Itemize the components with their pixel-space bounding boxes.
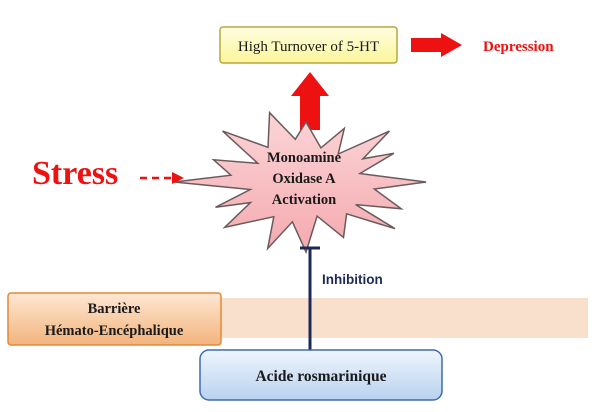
barrier-box xyxy=(7,292,222,346)
trigger-label: Stress xyxy=(32,155,118,192)
compound-box xyxy=(199,349,443,401)
up-arrow-icon xyxy=(291,72,329,130)
compound-label: Acide rosmarinique xyxy=(255,368,386,385)
enzyme-starburst xyxy=(173,110,427,255)
enzyme-label-line-3: Activation xyxy=(272,192,336,208)
enzyme-label-line-1: Monoamine xyxy=(267,150,342,166)
inhibition-label: Inhibition xyxy=(322,272,383,287)
enzyme-label-line-2: Oxidase A xyxy=(272,171,336,187)
barrier-label-line-1: Barrière xyxy=(88,301,141,317)
dashed-arrow-head-icon xyxy=(172,172,184,184)
right-arrow-icon xyxy=(411,33,462,57)
barrier-label-line-2: Hémato-Encéphalique xyxy=(45,323,184,339)
outcome-label: Depression xyxy=(483,39,554,55)
top-box-label: High Turnover of 5-HT xyxy=(238,39,379,55)
top-box xyxy=(219,26,398,64)
